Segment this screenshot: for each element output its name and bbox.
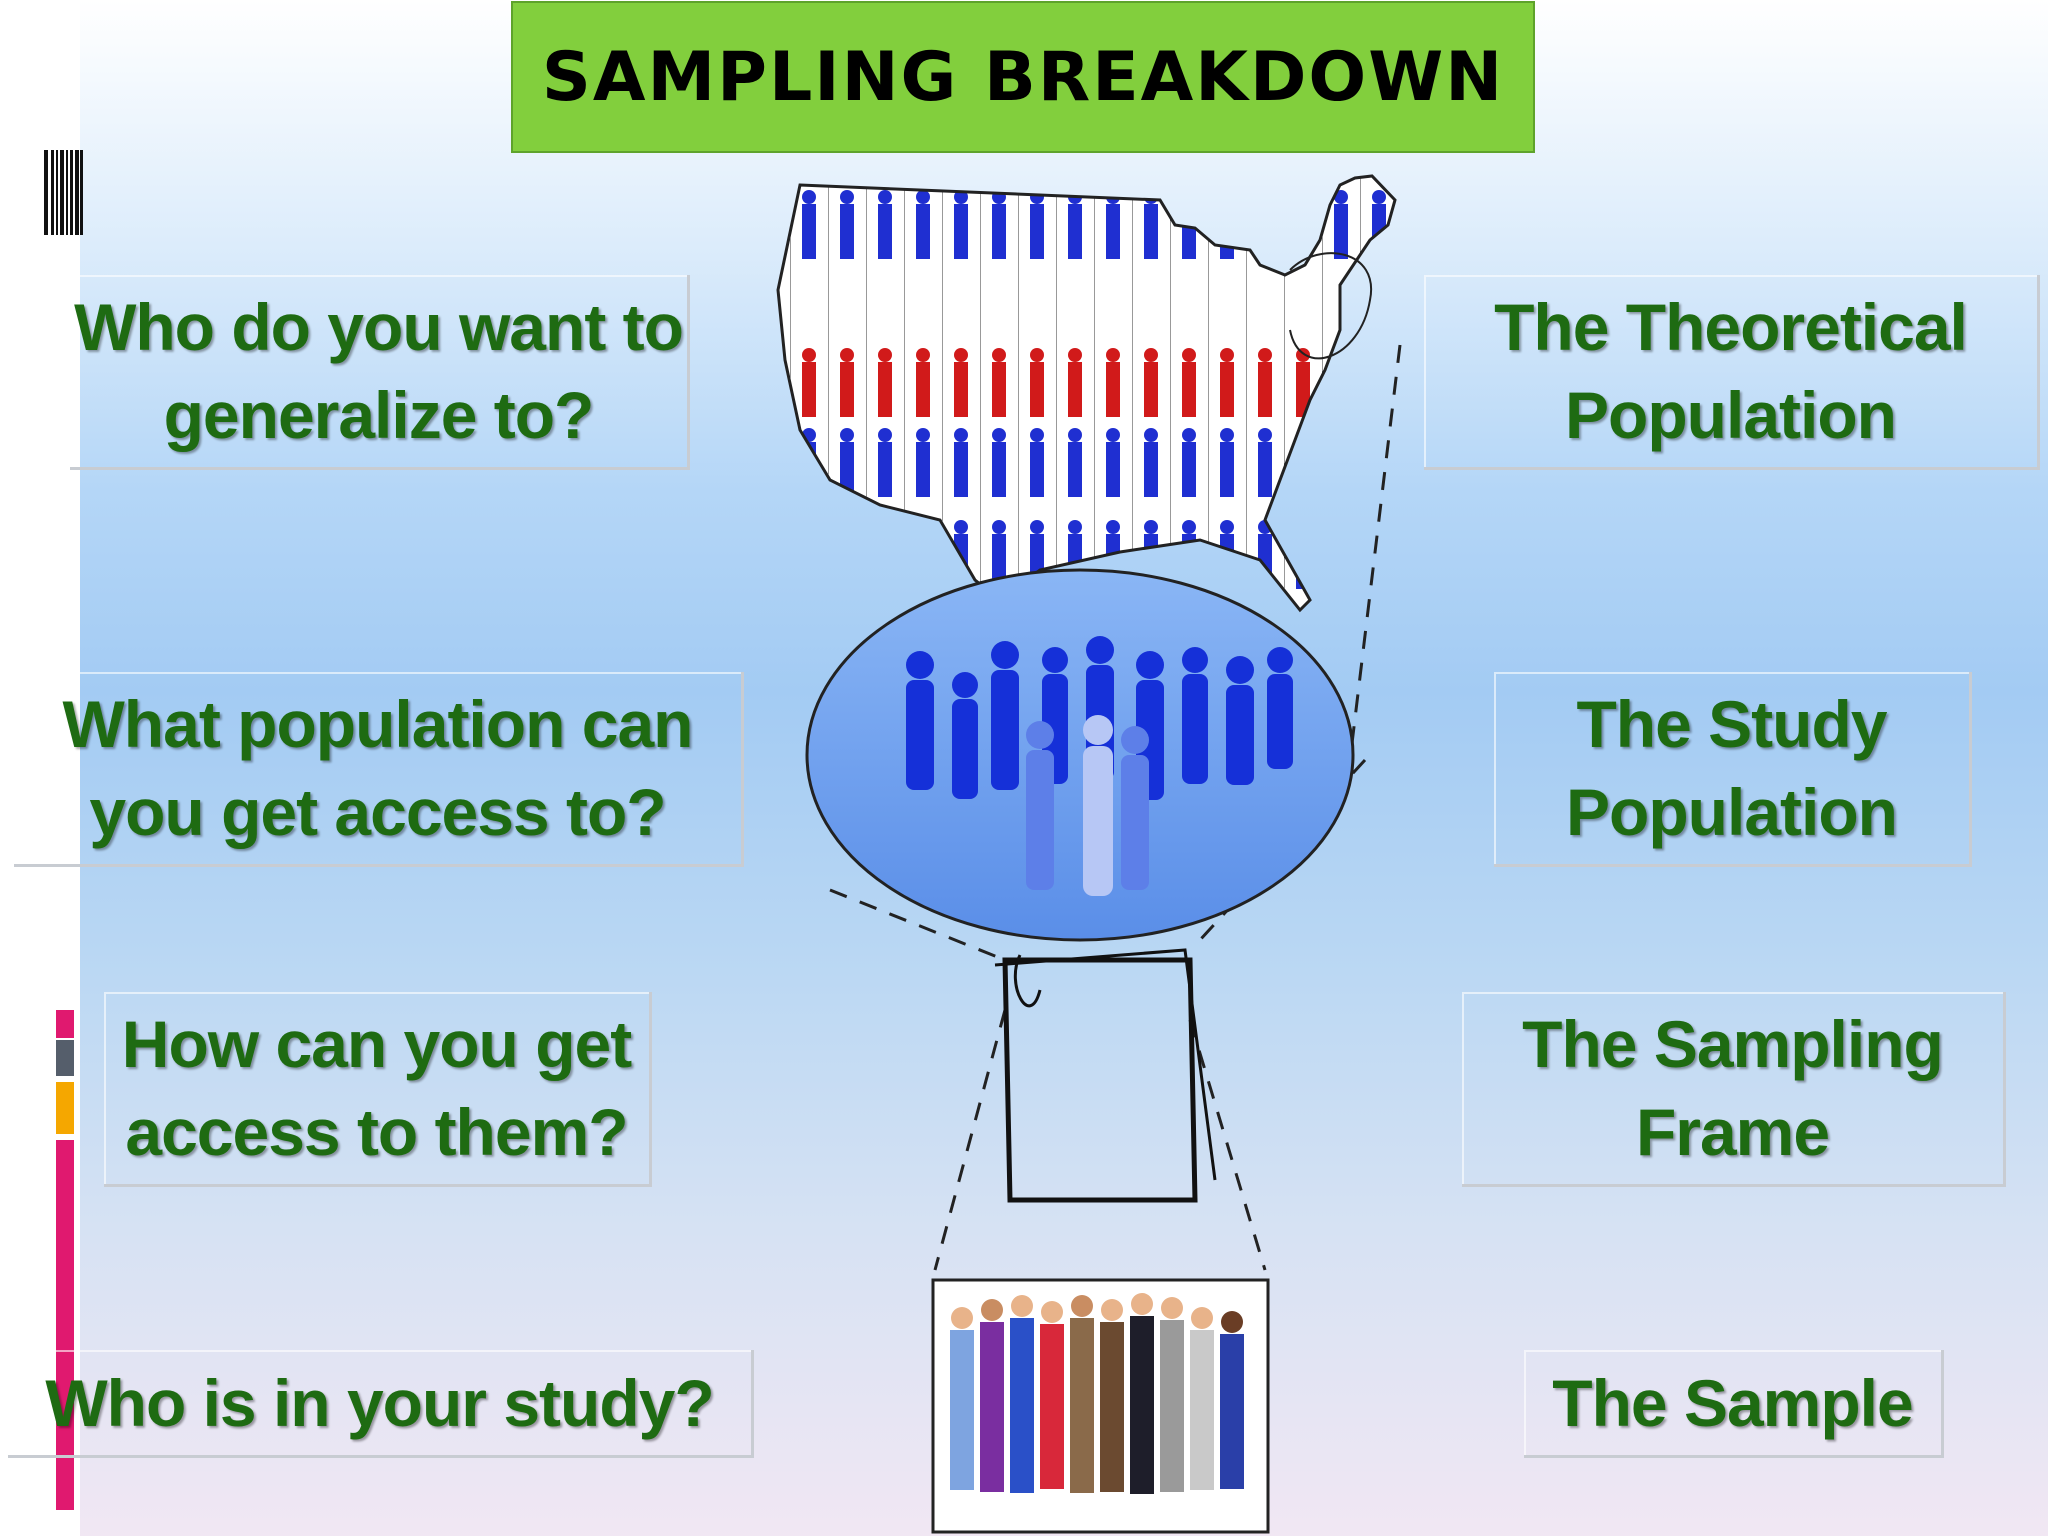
question-2-line-1: What population can [62, 687, 694, 761]
answer-3-line-1: The Sampling [1522, 1007, 1944, 1081]
crowd-ellipse-icon [805, 568, 1355, 942]
question-3-line-1: How can you get [121, 1007, 632, 1081]
question-box-frame: How can you get access to them? [104, 992, 652, 1187]
barcode-decoration [44, 150, 83, 235]
sampling-frame-box-icon [994, 948, 1217, 1203]
question-box-study: What population can you get access to? [14, 672, 744, 867]
accent-stripe [56, 1010, 74, 1510]
answer-box-frame: The Sampling Frame [1462, 992, 2006, 1187]
answer-box-study: The Study Population [1494, 672, 1972, 867]
question-box-sample: Who is in your study? [8, 1350, 754, 1458]
question-box-theoretical: Who do you want to generalize to? [70, 275, 690, 470]
question-1-line-2: generalize to? [163, 378, 595, 452]
answer-2-line-1: The Study [1576, 687, 1887, 761]
question-2-line-2: you get access to? [89, 775, 666, 849]
answer-1-line-1: The Theoretical [1494, 290, 1968, 364]
group-of-people-icon [931, 1278, 1270, 1534]
slide-title: SAMPLING BREAKDOWN [541, 37, 1505, 117]
title-banner: SAMPLING BREAKDOWN [511, 1, 1535, 153]
us-map-flag-people-icon [776, 174, 1397, 613]
answer-4-line-1: The Sample [1552, 1365, 1913, 1440]
answer-box-sample: The Sample [1524, 1350, 1944, 1458]
answer-box-theoretical: The Theoretical Population [1424, 275, 2040, 470]
question-1-line-1: Who do you want to [74, 290, 684, 364]
question-3-line-2: access to them? [125, 1095, 628, 1169]
answer-2-line-2: Population [1566, 775, 1898, 849]
answer-1-line-2: Population [1565, 378, 1897, 452]
question-4-line-1: Who is in your study? [45, 1365, 714, 1440]
answer-3-line-2: Frame [1635, 1095, 1830, 1169]
